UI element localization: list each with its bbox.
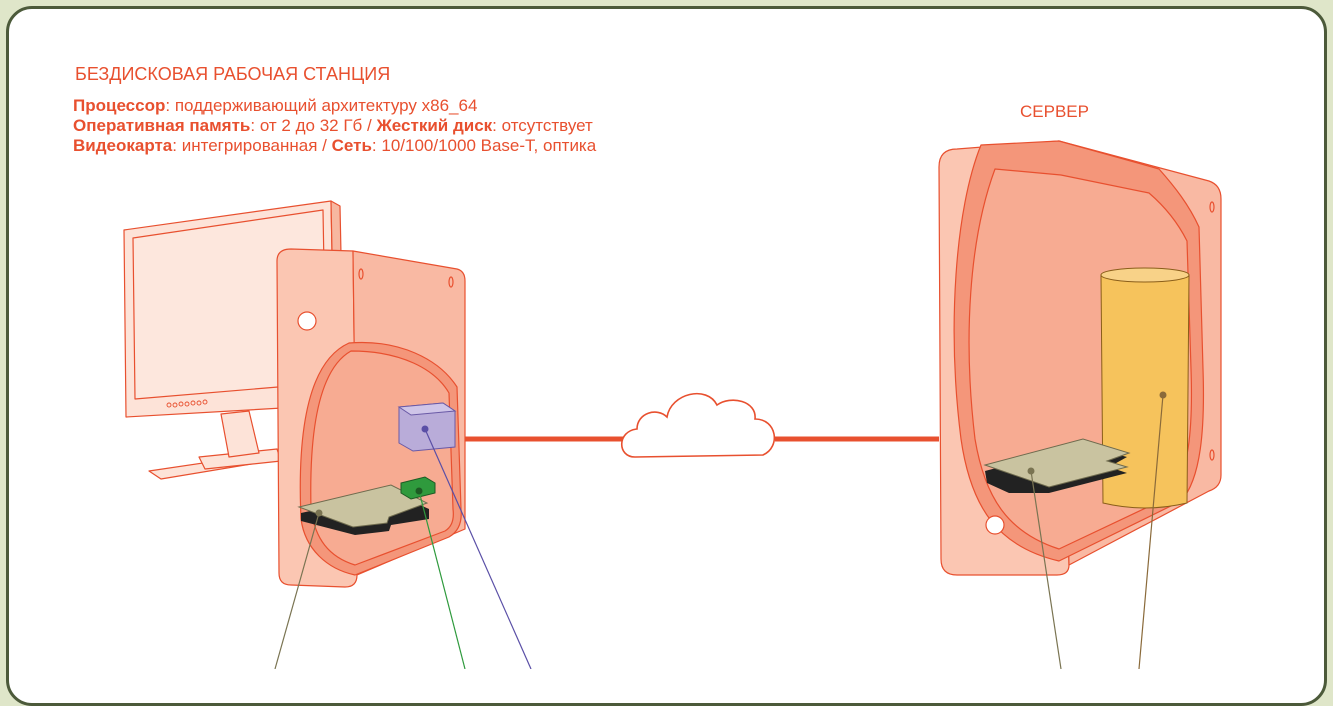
spec-gpu-net: Видеокарта: интегрированная / Сеть: 10/1… (73, 136, 596, 156)
thin-client-screw-icon (448, 276, 454, 288)
server-title: СЕРВЕР (1020, 102, 1089, 121)
callout-dot (315, 509, 323, 517)
spec-cpu: Процессор: поддерживающий архитектуру x8… (73, 96, 477, 116)
spec-net-key: Сеть (331, 136, 372, 155)
thin-client-cavity (310, 350, 454, 566)
callout-lines (274, 394, 1164, 669)
callout-dot (1159, 391, 1167, 399)
spec-net-value: 10/100/1000 Base-T, оптика (381, 136, 597, 155)
diagram-panel: БЕЗДИСКОВАЯ РАБОЧАЯ СТАНЦИЯ Процессор: п… (6, 6, 1327, 706)
callout-dots (315, 391, 1167, 517)
thin-client-screw-icon (358, 268, 364, 280)
spec-ram-value: от 2 до 32 Гб / (259, 116, 377, 135)
thin-client-motherboard (297, 484, 429, 528)
spec-gpu-value: интегрированная / (181, 136, 332, 155)
callout-disk (1138, 394, 1164, 669)
spec-ram-disk: Оперативная память: от 2 до 32 Гб / Жест… (73, 116, 593, 136)
workstation-title: БЕЗДИСКОВАЯ РАБОЧАЯ СТАНЦИЯ (75, 64, 391, 84)
callout-motherboard (274, 512, 320, 669)
monitor-stand-neck (220, 410, 260, 458)
spec-disk-value: отсутствует (501, 116, 593, 135)
spec-gpu-sep: : (172, 136, 182, 155)
callout-dot (1027, 467, 1035, 475)
callout-dot (415, 487, 423, 495)
thin-client-port-icon (297, 311, 317, 331)
callout-cpu (424, 428, 532, 669)
spec-cpu-sep: : (165, 96, 175, 115)
spec-cpu-key: Процессор (73, 96, 166, 115)
server-screw-icon (1209, 201, 1215, 213)
cpu-chip-top (397, 402, 457, 416)
spec-ram-sep: : (250, 116, 260, 135)
hard-disk (1100, 267, 1190, 509)
cloud-icon (621, 392, 776, 458)
server-port-icon (985, 515, 1005, 535)
callout-dot (421, 425, 429, 433)
spec-cpu-value: поддерживающий архитектуру x86_64 (174, 96, 478, 115)
spec-net-sep: : (371, 136, 382, 155)
spec-disk-sep: : (492, 116, 502, 135)
spec-disk-key: Жесткий диск (376, 116, 493, 135)
server-screw-icon (1209, 449, 1215, 461)
callout-server-board (1030, 470, 1062, 669)
diagram-artwork (123, 140, 1222, 669)
callout-nic (418, 490, 466, 669)
spec-gpu-key: Видеокарта (73, 136, 173, 155)
spec-ram-key: Оперативная память (73, 116, 251, 135)
monitor-buttons (166, 399, 208, 408)
server-motherboard (983, 438, 1131, 488)
